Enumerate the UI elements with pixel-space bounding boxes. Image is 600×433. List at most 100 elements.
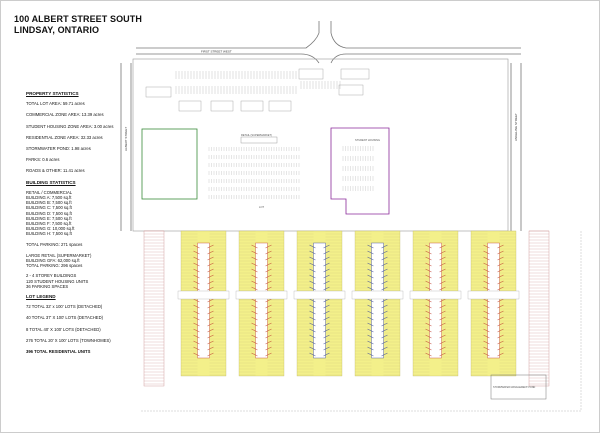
drawing-stroke: [439, 334, 446, 339]
drawing-stroke: [251, 328, 258, 333]
student-group: 2 - 4 STOREY BUILDINGS 120 STUDENT HOUSI…: [26, 273, 136, 289]
drawing-stroke: [439, 262, 446, 267]
student-line: 2 - 4 STOREY BUILDINGS: [26, 273, 77, 279]
drawing-stroke: [193, 280, 200, 285]
drawing-stroke: [497, 250, 504, 255]
drawing-stroke: [251, 256, 258, 261]
drawing-stroke: [265, 328, 272, 333]
drawing-stroke: [367, 328, 374, 333]
drawing-stroke: [309, 256, 316, 261]
lot-legend-row: 72 TOTAL 32' x 100' LOTS (DETACHED): [26, 304, 103, 310]
drawing-stroke: [425, 298, 432, 303]
drawing-stroke: [439, 352, 446, 357]
drawing-stroke: [483, 286, 490, 291]
drawing-stroke: [367, 352, 374, 357]
drawing-stroke: [381, 286, 388, 291]
drawing-stroke: [439, 256, 446, 261]
drawing-stroke: [483, 256, 490, 261]
drawing-stroke: [193, 316, 200, 321]
property-rows: TOTAL LOT AREA: 59.71 acres COMMERCIAL Z…: [26, 101, 136, 173]
drawing-stroke: [497, 322, 504, 327]
drawing-stroke: [439, 274, 446, 279]
drawing-stroke: [207, 250, 214, 255]
drawing-stroke: [207, 244, 214, 249]
drawing-stroke: [193, 262, 200, 267]
drawing-stroke: [497, 268, 504, 273]
drawing-stroke: [367, 346, 374, 351]
lot-block-shape: [235, 290, 288, 300]
drawing-stroke: [497, 256, 504, 261]
lot-block-shape: [351, 290, 404, 300]
drawing-stroke: [265, 274, 272, 279]
drawing-stroke: [309, 304, 316, 309]
drawing-stroke: [309, 328, 316, 333]
albert-street: [120, 63, 132, 231]
drawing-stroke: [309, 250, 316, 255]
drawing-stroke: [193, 334, 200, 339]
property-row: TOTAL LOT AREA: 59.71 acres: [26, 101, 85, 107]
drawing-stroke: [367, 340, 374, 345]
drawing-stroke: [251, 322, 258, 327]
drawing-stroke: [323, 328, 330, 333]
drawing-stroke: [323, 286, 330, 291]
drawing-stroke: [439, 322, 446, 327]
drawing-stroke: [323, 346, 330, 351]
drawing-stroke: [207, 274, 214, 279]
drawing-stroke: [251, 274, 258, 279]
drawing-stroke: [367, 334, 374, 339]
drawing-stroke: [439, 310, 446, 315]
plan-title: 100 ALBERT STREET SOUTH LINDSAY, ONTARIO: [14, 14, 142, 36]
retail-line: BUILDING F: 7,500 sq.ft: [26, 221, 72, 227]
drawing-stroke: [367, 322, 374, 327]
pond-label: STORMWATER MANAGEMENT POND: [493, 386, 536, 389]
drawing-stroke: [483, 268, 490, 273]
drawing-stroke: [381, 268, 388, 273]
drawing-stroke: [439, 328, 446, 333]
drawing-stroke: [367, 250, 374, 255]
lot-block-shape: [293, 290, 346, 300]
drawing-stroke: [265, 304, 272, 309]
drawing-stroke: [483, 322, 490, 327]
property-row: RESIDENTIAL ZONE AREA: 32.33 acres: [26, 134, 103, 140]
drawing-stroke: [367, 268, 374, 273]
drawing-stroke: [323, 262, 330, 267]
lot-block-shape: [409, 290, 462, 300]
drawing-stroke: [265, 340, 272, 345]
student-housing-label: STUDENT HOUSING: [355, 138, 380, 142]
retail-line: BUILDING B: 7,500 sq.ft: [26, 200, 72, 206]
drawing-stroke: [309, 334, 316, 339]
drawing-stroke: [265, 280, 272, 285]
drawing-stroke: [367, 280, 374, 285]
drawing-stroke: [193, 274, 200, 279]
drawing-stroke: [207, 352, 214, 357]
drawing-stroke: [207, 346, 214, 351]
drawing-stroke: [439, 280, 446, 285]
drawing-stroke: [497, 340, 504, 345]
drawing-stroke: [265, 262, 272, 267]
drawing-stroke: [425, 334, 432, 339]
drawing-stroke: [193, 346, 200, 351]
drawing-stroke: [323, 268, 330, 273]
drawing-stroke: [323, 280, 330, 285]
title-line-1: 100 ALBERT STREET SOUTH: [14, 14, 142, 24]
drawing-stroke: [265, 310, 272, 315]
drawing-stroke: [439, 298, 446, 303]
drawing-stroke: [425, 262, 432, 267]
drawing-stroke: [439, 268, 446, 273]
street-label-right: ANGELINE STREET: [514, 113, 518, 141]
street-label-left: ALBERT STREET: [124, 127, 128, 151]
property-row: STORMWATER POND: 1.98 acres: [26, 146, 91, 152]
drawing-stroke: [193, 304, 200, 309]
drawing-stroke: [425, 280, 432, 285]
drawing-stroke: [265, 250, 272, 255]
drawing-stroke: [193, 286, 200, 291]
drawing-stroke: [207, 310, 214, 315]
title-line-2: LINDSAY, ONTARIO: [14, 25, 100, 35]
drawing-stroke: [207, 286, 214, 291]
property-row: ROADS & OTHER: 11.41 acres: [26, 168, 85, 174]
stormwater-pond: [490, 374, 547, 400]
drawing-stroke: [251, 244, 258, 249]
drawing-stroke: [207, 268, 214, 273]
drawing-stroke: [425, 268, 432, 273]
drawing-stroke: [483, 262, 490, 267]
